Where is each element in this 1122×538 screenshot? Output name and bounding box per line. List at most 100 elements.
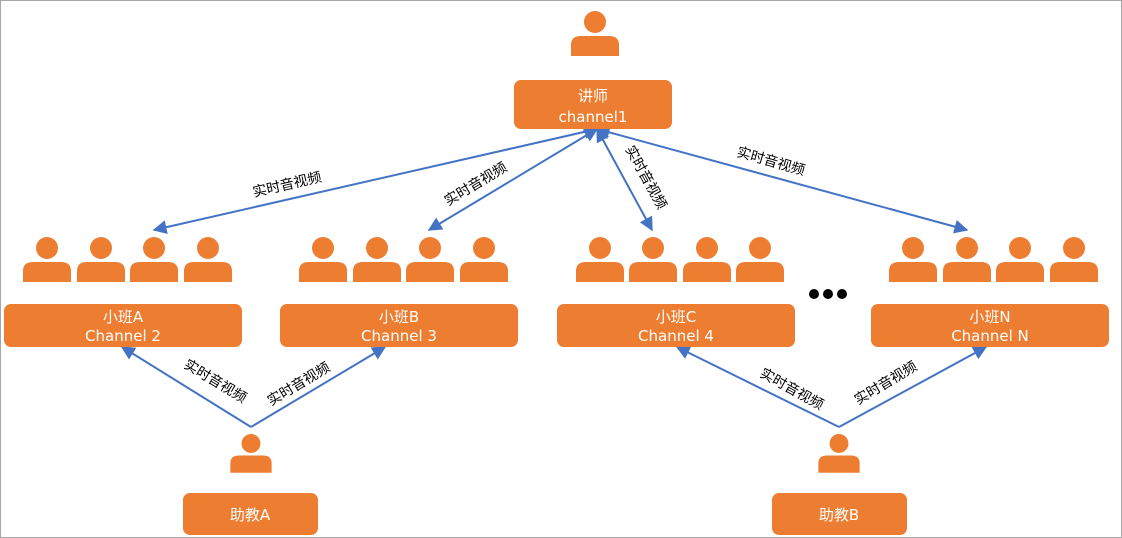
teacher-channel: channel1	[559, 108, 628, 126]
edge-label-teacher-class-n: 实时音视频	[735, 144, 807, 180]
person-body	[353, 262, 401, 282]
edge-label-assistant-b-class-c: 实时音视频	[757, 365, 826, 414]
edge-teacher-class-n	[595, 125, 969, 234]
person-head	[584, 11, 606, 33]
person-icon	[130, 237, 178, 282]
person-icon	[460, 237, 508, 282]
edge-assistant-a-class-b	[250, 346, 387, 428]
person-head	[241, 434, 261, 453]
person-head	[642, 237, 664, 259]
person-body	[460, 262, 508, 282]
person-head	[589, 237, 611, 259]
person-body	[406, 262, 454, 282]
class-b-title: 小班B	[379, 308, 419, 326]
node-class-n: 小班N Channel N	[871, 304, 1109, 347]
person-icon	[736, 237, 784, 282]
person-head	[902, 237, 924, 259]
person-body	[299, 262, 347, 282]
person-body	[996, 262, 1044, 282]
person-body	[818, 455, 860, 473]
person-icon	[299, 237, 347, 282]
person-body	[576, 262, 624, 282]
person-head	[419, 237, 441, 259]
person-icon	[406, 237, 454, 282]
ellipsis-dot	[837, 289, 847, 299]
person-icon	[23, 237, 71, 282]
person-head	[1009, 237, 1031, 259]
class-c-box	[557, 304, 795, 347]
person-icon	[571, 11, 619, 56]
edge-assistant-b-class-n	[838, 346, 988, 428]
person-body	[889, 262, 937, 282]
class-b-channel: Channel 3	[361, 327, 437, 345]
class-a-channel: Channel 2	[85, 327, 161, 345]
ellipsis-icon	[809, 289, 847, 299]
people-icons	[23, 11, 1098, 473]
person-body	[77, 262, 125, 282]
node-class-c: 小班C Channel 4	[557, 304, 795, 347]
person-icon	[818, 434, 860, 473]
person-icon	[576, 237, 624, 282]
person-head	[473, 237, 495, 259]
person-head	[36, 237, 58, 259]
person-icon	[683, 237, 731, 282]
edge-teacher-class-b	[427, 128, 599, 231]
person-icon	[943, 237, 991, 282]
person-body	[736, 262, 784, 282]
node-assistant-a: 助教A	[183, 493, 318, 535]
person-icon	[996, 237, 1044, 282]
edge-teacher-class-a	[152, 124, 599, 235]
teacher-title: 讲师	[578, 87, 608, 105]
person-body	[571, 36, 619, 56]
person-body	[943, 262, 991, 282]
person-body	[683, 262, 731, 282]
edge-labels: 实时音视频 实时音视频 实时音视频 实时音视频 实时音视频 实时音视频 实时音视…	[181, 143, 920, 414]
node-assistant-b: 助教B	[772, 493, 907, 535]
person-body	[184, 262, 232, 282]
class-a-box	[4, 304, 242, 347]
person-body	[230, 455, 272, 473]
person-head	[749, 237, 771, 259]
person-body	[130, 262, 178, 282]
class-a-title: 小班A	[103, 308, 144, 326]
person-head	[197, 237, 219, 259]
edge-assistant-b-class-c	[675, 346, 840, 428]
class-n-title: 小班N	[969, 308, 1010, 326]
teacher-box	[514, 80, 672, 129]
person-icon	[230, 434, 272, 473]
node-teacher: 讲师 channel1	[514, 80, 672, 129]
edge-assistant-a-class-a	[120, 346, 252, 428]
edges	[120, 124, 988, 428]
edge-label-teacher-class-c: 实时音视频	[622, 143, 671, 212]
person-head	[829, 434, 849, 453]
assistant-a-box	[183, 493, 318, 535]
person-icon	[889, 237, 937, 282]
person-icon	[353, 237, 401, 282]
person-icon	[77, 237, 125, 282]
assistant-b-label: 助教B	[819, 506, 859, 524]
person-icon	[184, 237, 232, 282]
edge-label-assistant-a-class-a: 实时音视频	[181, 356, 250, 407]
class-b-box	[280, 304, 518, 347]
person-head	[90, 237, 112, 259]
person-head	[956, 237, 978, 259]
class-c-title: 小班C	[656, 308, 696, 326]
node-class-a: 小班A Channel 2	[4, 304, 242, 347]
person-head	[1063, 237, 1085, 259]
ellipsis-dot	[809, 289, 819, 299]
person-body	[629, 262, 677, 282]
person-head	[143, 237, 165, 259]
ellipsis-dot	[823, 289, 833, 299]
class-c-channel: Channel 4	[638, 327, 714, 345]
person-head	[312, 237, 334, 259]
person-icon	[629, 237, 677, 282]
class-n-box	[871, 304, 1109, 347]
person-body	[1050, 262, 1098, 282]
edge-label-teacher-class-a: 实时音视频	[251, 169, 323, 201]
person-icon	[1050, 237, 1098, 282]
class-n-channel: Channel N	[951, 327, 1029, 345]
person-head	[696, 237, 718, 259]
node-class-b: 小班B Channel 3	[280, 304, 518, 347]
